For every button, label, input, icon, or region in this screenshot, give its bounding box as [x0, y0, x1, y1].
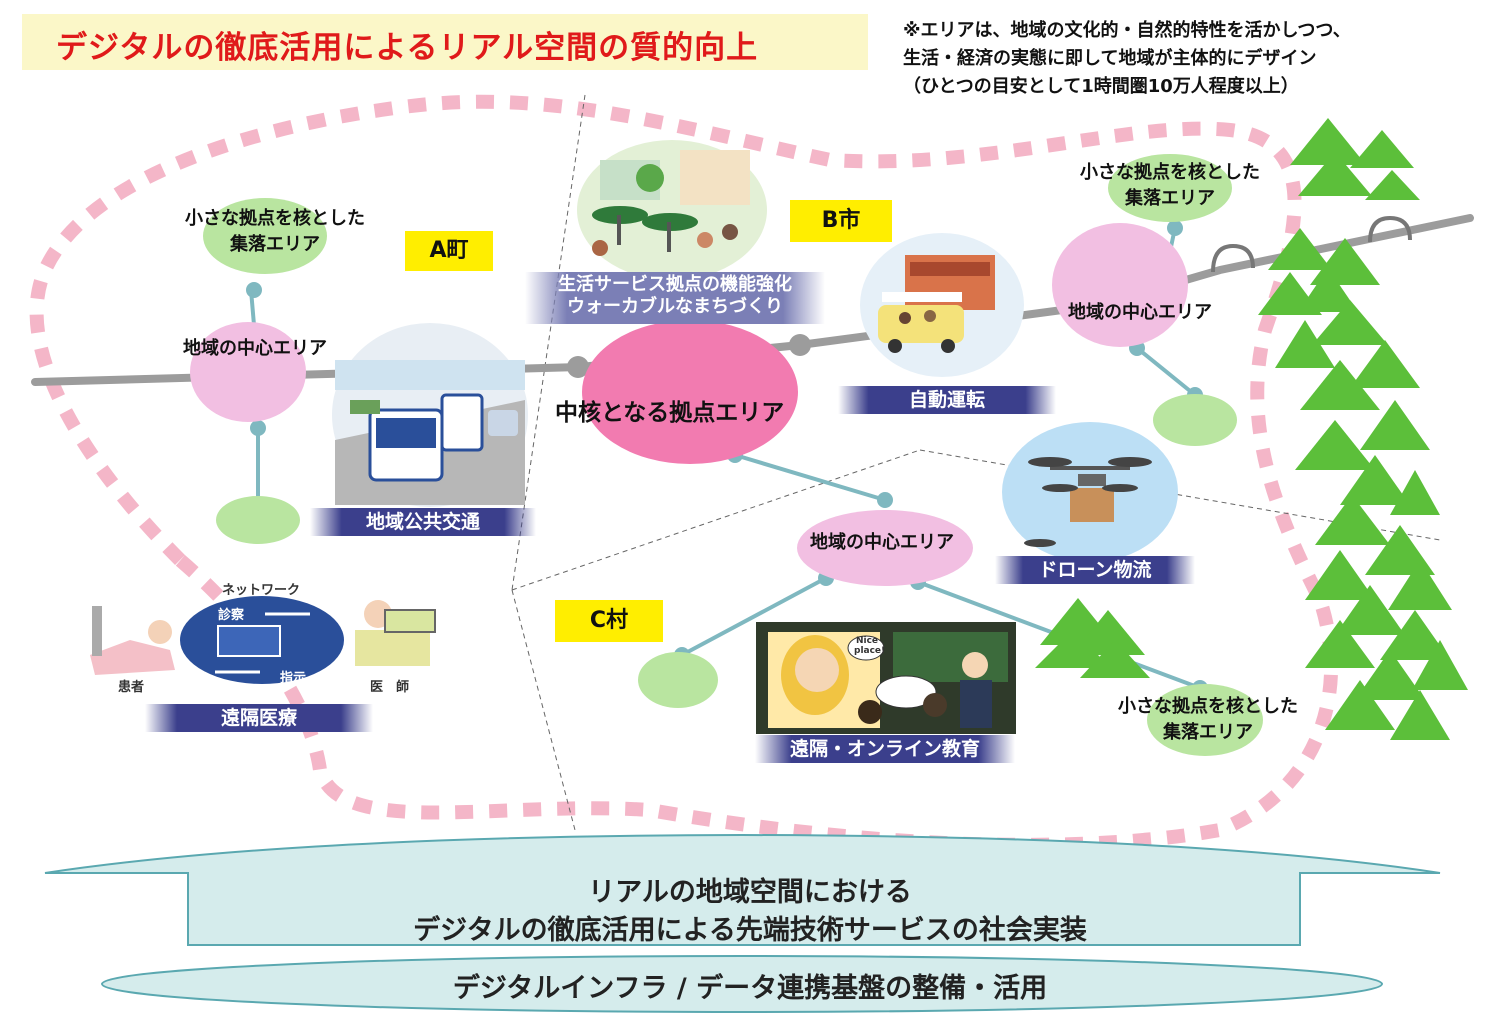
tunnel-2 — [1368, 215, 1412, 243]
page-title: デジタルの徹底活用によるリアル空間の質的向上 — [56, 30, 759, 66]
village-b-ellipse — [1108, 154, 1232, 222]
medical-network-label: ネットワーク — [222, 583, 301, 598]
bus-illustration — [332, 323, 528, 507]
education-banner: 遠隔・オンライン教育 — [755, 735, 1015, 763]
village-c-label-1: 小さな拠点を核とした — [1118, 696, 1298, 717]
divider-right — [919, 449, 1441, 541]
infrastructure-base — [101, 955, 1383, 1013]
foundation-line-2: デジタルの徹底活用による先端技術サービスの社会実装 — [413, 915, 1087, 946]
drone-illustration — [1002, 422, 1178, 562]
label-town-a: A町 — [405, 231, 493, 271]
note-line-2: 生活・経済の実態に即して地域が主体的にデザイン — [903, 48, 1317, 69]
green-c-ellipse — [638, 652, 718, 708]
area-boundary — [29, 94, 1339, 852]
center-a-label: 地域の中心エリア — [183, 338, 327, 359]
infrastructure-label: デジタルインフラ / データ連携基盤の整備・活用 — [452, 973, 1048, 1004]
village-a-label-1: 小さな拠点を核とした — [185, 208, 365, 229]
note-line-1: ※エリアは、地域の文化的・自然的特性を活かしつつ、 — [903, 20, 1351, 41]
medical-instruction-label: 指示 — [280, 671, 307, 686]
forest — [1035, 118, 1468, 740]
connector-c-left — [681, 576, 827, 657]
label-village-c: C村 — [555, 600, 663, 642]
education-speech-bubble: Nice place! — [854, 636, 886, 656]
medical-banner: 遠隔医療 — [145, 704, 373, 732]
green-a-ellipse — [216, 496, 300, 544]
medical-doctor-label: 医 師 — [370, 680, 410, 695]
tunnel-1 — [1211, 243, 1255, 273]
autonomous-cart-illustration — [860, 233, 1024, 377]
label-city-b: B市 — [790, 200, 892, 242]
online-education-illustration — [756, 622, 1016, 734]
remote-medical-illustration — [90, 596, 436, 684]
title-box — [22, 14, 868, 70]
divider-left — [511, 94, 586, 591]
village-a-ellipse — [203, 198, 327, 274]
transport-banner: 地域公共交通 — [310, 508, 536, 536]
center-b-ellipse — [1052, 223, 1188, 347]
core-ellipse — [582, 320, 798, 464]
village-b-label-1: 小さな拠点を核とした — [1080, 162, 1260, 183]
life-service-line-2: ウォーカブルなまちづくり — [567, 296, 783, 317]
center-a-ellipse — [190, 322, 306, 422]
medical-exam-label: 診察 — [218, 608, 245, 623]
center-c-label: 地域の中心エリア — [810, 532, 954, 553]
life-service-banner: 生活サービス拠点の機能強化 ウォーカブルなまちづくり — [525, 272, 825, 324]
village-a-label-2: 集落エリア — [230, 234, 320, 255]
road-node-core — [567, 356, 589, 378]
medical-patient-label: 患者 — [118, 680, 145, 695]
road-node-b — [789, 334, 811, 356]
green-b-ellipse — [1153, 394, 1237, 446]
note-line-3: （ひとつの目安として1時間圏10万人程度以上） — [903, 76, 1299, 97]
connector-core-c — [734, 453, 886, 502]
foundation-line-1: リアルの地域空間における — [588, 877, 912, 908]
drone-banner: ドローン物流 — [995, 556, 1195, 584]
core-area-label: 中核となる拠点エリア — [555, 400, 785, 426]
village-b-label-2: 集落エリア — [1125, 188, 1215, 209]
life-service-line-1: 生活サービス拠点の機能強化 — [558, 274, 792, 295]
connector-b-green — [1135, 346, 1197, 397]
autonomous-banner: 自動運転 — [838, 386, 1056, 414]
walkable-town-illustration — [577, 140, 767, 280]
center-b-label: 地域の中心エリア — [1068, 302, 1212, 323]
village-c-label-2: 集落エリア — [1163, 722, 1253, 743]
center-c-ellipse — [797, 510, 973, 586]
village-c-ellipse — [1147, 684, 1263, 756]
foundation-platform — [44, 833, 1441, 946]
